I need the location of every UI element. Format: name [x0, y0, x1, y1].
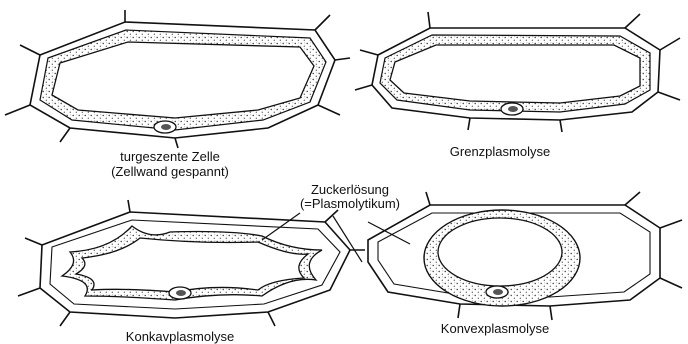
- label-grenzplasmolyse: Grenzplasmolyse: [430, 144, 570, 159]
- cell-konvex: [368, 192, 682, 320]
- cell-grenz: [355, 12, 680, 132]
- label-turgescent-line2: (Zellwand gespannt): [95, 164, 245, 179]
- cell-konkav: [18, 200, 365, 326]
- pointer-to-konvex: [368, 222, 410, 244]
- vacuole: [390, 45, 640, 103]
- label-konvexplasmolyse: Konvexplasmolyse: [420, 321, 570, 336]
- vacuole: [438, 218, 562, 286]
- label-zuckerloesung-line1: Zuckerlösung: [280, 182, 420, 197]
- label-turgescent-line1: turgeszente Zelle: [95, 149, 245, 164]
- cell-turgescent: [5, 10, 350, 148]
- label-zuckerloesung-line2: (=Plasmolytikum): [280, 196, 420, 211]
- label-konkavplasmolyse: Konkavplasmolyse: [110, 329, 250, 344]
